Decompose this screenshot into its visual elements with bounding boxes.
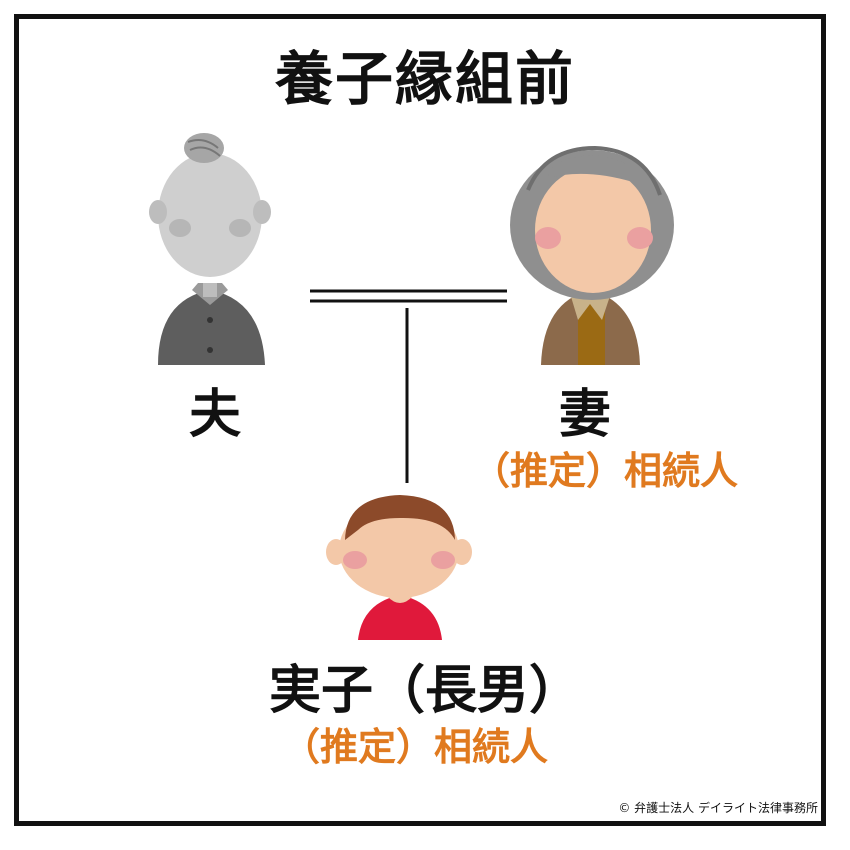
marriage-line — [310, 289, 507, 303]
wife-heir-status: （推定）相続人 — [471, 449, 738, 493]
child-figure-icon — [326, 495, 472, 640]
diagram-title: 養子縁組前 — [274, 45, 575, 113]
husband-label: 夫 — [188, 385, 241, 445]
child-heir-status: （推定）相続人 — [281, 725, 548, 769]
husband-figure-icon — [149, 133, 271, 365]
child-label: 実子（長男） — [268, 661, 581, 721]
copyright-notice: © 弁護士法人 デイライト法律事務所 — [618, 801, 818, 815]
wife-label: 妻 — [558, 385, 611, 445]
wife-figure-icon — [510, 145, 674, 365]
diagram-frame — [14, 14, 826, 826]
